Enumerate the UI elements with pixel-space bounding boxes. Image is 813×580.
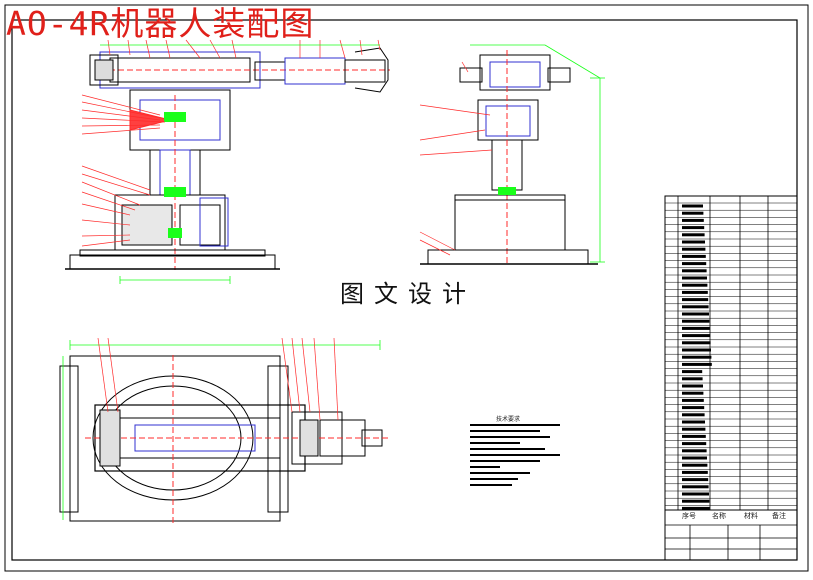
bom-row-text [682, 262, 707, 266]
bom-row-text [682, 406, 705, 410]
bom-row-text [682, 478, 709, 482]
bom-row-text [682, 341, 711, 345]
bom-row-text [682, 319, 710, 323]
bom-row-text [682, 326, 710, 330]
bom-row-text [682, 348, 711, 352]
bom-row-text [682, 355, 712, 359]
bom-row-text [682, 434, 706, 438]
bom-row-text [682, 370, 703, 374]
bom-row-text [682, 276, 707, 280]
bom-row-text [682, 485, 709, 489]
outer-frame [4, 4, 809, 572]
bom-row-text [682, 305, 709, 309]
bom-header-material: 材料 [744, 512, 758, 520]
bom-row-text [682, 456, 707, 460]
front-view [65, 39, 390, 284]
bom-row-text [682, 384, 703, 388]
bom-row-text [682, 499, 710, 503]
bom-row-text [682, 413, 705, 417]
bom-row-text [682, 254, 706, 258]
tech-requirements-lines [470, 424, 560, 486]
bom-row-text [682, 334, 711, 338]
bom-rows [665, 202, 797, 510]
bom-row-text [682, 283, 708, 287]
bom-row-text [682, 449, 707, 453]
bom-row-text [682, 362, 712, 366]
bom-row-text [682, 204, 703, 208]
bom-row-text [682, 211, 704, 215]
bom-row-text [682, 247, 706, 251]
bom-row-text [682, 506, 710, 510]
bom-row-text [682, 377, 703, 381]
bom-row-text [682, 233, 705, 237]
bom-row-text [682, 463, 708, 467]
top-view [59, 337, 390, 525]
tech-requirements-title: 技术要求 [496, 416, 521, 423]
bom-header-remarks: 备注 [772, 512, 786, 520]
watermark-text: 图文设计 [336, 274, 480, 309]
bom-row-text [682, 218, 704, 222]
bom-row-text [682, 312, 709, 316]
drawing-title: AO-4R机器人装配图 [6, 4, 315, 43]
bom-row-text [682, 420, 705, 424]
bom-row-text [682, 470, 708, 474]
bom-row-text [682, 298, 709, 302]
bom-row-text [682, 442, 707, 446]
bom-row-text [682, 269, 707, 273]
bom-table [664, 195, 798, 511]
bom-row-text [682, 240, 705, 244]
bom-row-text [682, 391, 704, 395]
bom-row-text [682, 226, 705, 230]
bom-header-index: 序号 [682, 512, 696, 520]
side-view [419, 44, 605, 265]
bom-row-text [682, 492, 709, 496]
bom-row-text [682, 290, 708, 294]
bom-row-text [682, 398, 704, 402]
title-block [664, 509, 798, 561]
bom-header-name: 名称 [712, 512, 726, 520]
bom-row-text [682, 427, 706, 431]
